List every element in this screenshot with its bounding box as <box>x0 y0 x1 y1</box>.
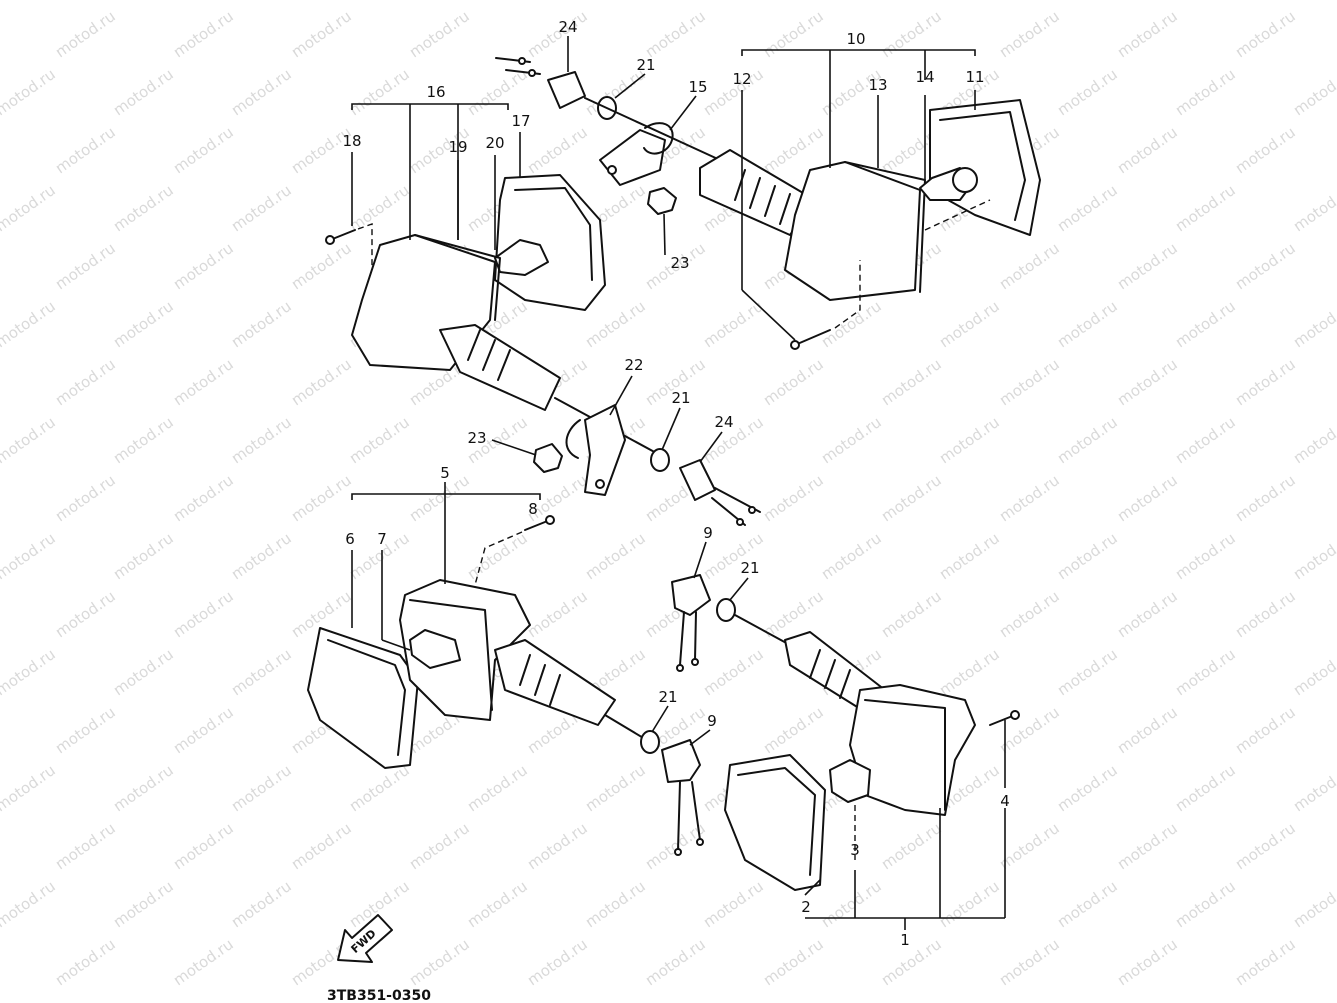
bolt <box>647 187 677 215</box>
grommet <box>547 71 586 109</box>
lamp-housing <box>399 579 531 721</box>
callout-9: 9 <box>703 524 713 542</box>
screw-head <box>1010 710 1020 720</box>
callout-9: 9 <box>707 712 717 730</box>
callout-14: 14 <box>915 68 934 86</box>
callout-8: 8 <box>528 500 538 518</box>
callout-23: 23 <box>467 429 486 447</box>
mount-bracket <box>584 404 626 496</box>
bolt <box>533 443 563 473</box>
stem-ribs <box>809 649 851 699</box>
callout-22: 22 <box>624 356 643 374</box>
wire-terminal <box>748 506 756 514</box>
callout-21: 21 <box>658 688 677 706</box>
washer <box>640 730 660 754</box>
callout-17: 17 <box>511 112 530 130</box>
wire-terminal <box>736 518 744 526</box>
bulb-globe <box>952 167 978 193</box>
bulb <box>829 759 871 803</box>
callout-24: 24 <box>558 18 577 36</box>
wire-terminal <box>528 69 536 77</box>
bracket-hole <box>607 165 617 175</box>
callout-12: 12 <box>732 70 751 88</box>
callout-15: 15 <box>688 78 707 96</box>
callout-21: 21 <box>671 389 690 407</box>
callout-labels: 24 21 15 10 12 13 14 11 16 18 19 20 17 2… <box>342 18 1009 949</box>
callout-5: 5 <box>440 464 450 482</box>
mount-bracket <box>599 129 666 186</box>
bulb-socket <box>661 739 701 783</box>
bracket-hole <box>595 479 605 489</box>
callout-23: 23 <box>670 254 689 272</box>
rear-right-turn-signal <box>495 57 1041 350</box>
callout-3: 3 <box>850 841 860 859</box>
callout-2: 2 <box>801 898 811 916</box>
screw-path <box>474 531 523 586</box>
housing-gasket <box>864 699 946 811</box>
grommet <box>679 459 716 501</box>
bulb <box>494 239 549 276</box>
washer <box>716 598 736 622</box>
callout-24: 24 <box>714 413 733 431</box>
callout-11: 11 <box>965 68 984 86</box>
stud-shaft <box>734 614 791 646</box>
callout-21: 21 <box>740 559 759 577</box>
lamp-housing <box>784 161 921 301</box>
callout-7: 7 <box>377 530 387 548</box>
fwd-arrow: FWD <box>337 914 393 963</box>
callout-16: 16 <box>426 83 445 101</box>
callout-10: 10 <box>846 30 865 48</box>
stud-shaft <box>584 97 721 161</box>
callout-21: 21 <box>636 56 655 74</box>
bulb <box>409 629 461 669</box>
front-left-turn-signal <box>307 515 704 856</box>
lens-rim <box>939 111 1026 221</box>
lens <box>307 627 419 769</box>
stem-ribs <box>519 654 561 706</box>
housing-gasket <box>414 234 501 321</box>
callout-6: 6 <box>345 530 355 548</box>
callout-18: 18 <box>342 132 361 150</box>
callout-1: 1 <box>900 931 910 949</box>
callout-13: 13 <box>868 76 887 94</box>
lens <box>724 754 826 891</box>
washer <box>650 448 670 472</box>
screw-path <box>834 260 861 329</box>
wire-terminal <box>676 664 684 672</box>
lens-path <box>924 199 991 231</box>
screw-head <box>790 340 800 350</box>
wire-terminal <box>696 838 704 846</box>
bulb-socket <box>671 574 711 616</box>
lens-rim <box>327 639 406 756</box>
callout-19: 19 <box>448 138 467 156</box>
front-right-turn-signal <box>671 574 1020 891</box>
wire-terminal <box>691 658 699 666</box>
stem-ribs <box>467 329 511 381</box>
callout-20: 20 <box>485 134 504 152</box>
callout-4: 4 <box>1000 792 1010 810</box>
fwd-arrow-icon <box>337 914 393 963</box>
wire-terminal <box>518 57 526 65</box>
screw <box>794 329 831 346</box>
wire-terminal <box>674 848 682 856</box>
screw-head <box>325 235 335 245</box>
lens <box>494 174 606 311</box>
wire-leads <box>677 781 701 851</box>
stem-body <box>439 324 561 411</box>
wire-clip <box>643 122 674 155</box>
stem-ribs <box>734 169 791 225</box>
rear-left-turn-signal <box>325 174 761 526</box>
lens-rim <box>514 187 593 281</box>
lens-rim <box>737 767 816 876</box>
wire-leads <box>679 611 697 666</box>
leader-lines <box>351 36 1006 930</box>
stem-body <box>494 639 616 726</box>
housing-gasket <box>409 599 493 711</box>
diagram-code: 3TB351-0350 <box>327 988 431 1003</box>
screw-head <box>545 515 555 525</box>
wire-clip <box>565 419 581 459</box>
